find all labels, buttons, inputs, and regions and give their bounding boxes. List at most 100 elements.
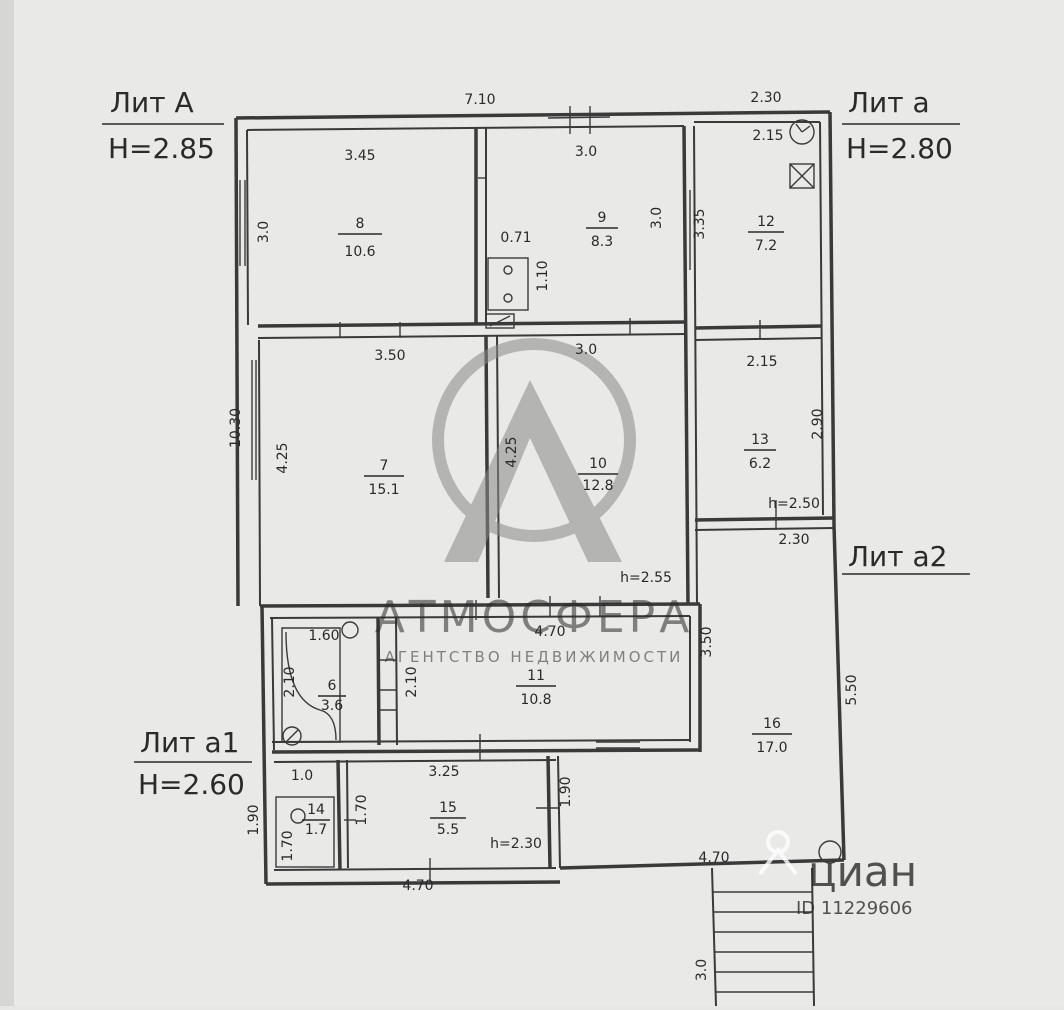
dim-r12-side: 3.35 <box>692 208 708 239</box>
lit-labels: Лит А H=2.85 Лит а H=2.80 Лит а1 H=2.60 … <box>102 86 970 801</box>
svg-text:3.6: 3.6 <box>321 698 343 714</box>
dim-r8-top: 3.45 <box>344 148 375 164</box>
svg-text:11: 11 <box>527 668 545 684</box>
bathtub-icon <box>281 627 341 743</box>
dim-r15-h: h=2.30 <box>490 836 542 852</box>
stove-icon <box>487 257 529 311</box>
watermark-ring <box>432 338 636 542</box>
dim-bottom-right: 4.70 <box>698 850 729 866</box>
dim-r12-top: 2.15 <box>752 128 783 144</box>
dim-stair-len: 3.0 <box>694 959 710 981</box>
svg-text:12: 12 <box>757 214 775 230</box>
svg-text:5.5: 5.5 <box>437 822 459 838</box>
toilet-icon <box>282 726 302 746</box>
svg-text:7: 7 <box>380 458 389 474</box>
dim-r15-side: 1.70 <box>354 794 370 825</box>
cian-watermark: циан ID 11229606 <box>758 830 917 919</box>
dim-r7-side: 4.25 <box>275 442 291 473</box>
lit-a-height: H=2.85 <box>108 132 215 165</box>
dim-r13-h: h=2.50 <box>768 496 820 512</box>
svg-text:6.2: 6.2 <box>749 456 771 472</box>
dim-nook-w: 0.71 <box>500 230 531 246</box>
room-13: 136.2 <box>744 432 776 472</box>
room-15: 155.5 <box>430 800 466 838</box>
dimensions: 7.10 2.30 3.45 3.0 3.0 3.0 0.71 1.10 3.3… <box>228 90 860 981</box>
svg-text:7.2: 7.2 <box>755 238 777 254</box>
lit-a1-name: Лит а1 <box>140 726 239 759</box>
dim-r16-top: 2.30 <box>778 532 809 548</box>
lit-a1-height: H=2.60 <box>138 768 245 801</box>
svg-text:15: 15 <box>439 800 457 816</box>
dim-r6-side2: 2.10 <box>404 666 420 697</box>
svg-text:9: 9 <box>598 210 607 226</box>
drain-icon <box>818 840 842 864</box>
sink-icon <box>341 621 359 639</box>
dim-left-total: 10.30 <box>228 408 244 448</box>
vent-icon <box>789 163 815 189</box>
svg-text:17.0: 17.0 <box>756 740 787 756</box>
dim-bottom-left: 4.70 <box>402 878 433 894</box>
room-16: 16 17.0 <box>752 716 792 756</box>
dim-r10-side: 4.25 <box>504 436 520 467</box>
lit-a2-name: Лит а2 <box>848 540 947 573</box>
svg-text:10.6: 10.6 <box>344 244 375 260</box>
room-11: 11 10.8 <box>516 668 556 708</box>
svg-text:10.8: 10.8 <box>520 692 551 708</box>
watermark-tagline: АГЕНТСТВО НЕДВИЖИМОСТИ <box>385 648 684 666</box>
svg-text:16: 16 <box>763 716 781 732</box>
cian-id: ID 11229606 <box>796 898 913 919</box>
svg-text:10: 10 <box>589 456 607 472</box>
lit-a-lower-height: H=2.80 <box>846 132 953 165</box>
svg-text:12.8: 12.8 <box>582 478 613 494</box>
dim-top-b: 2.30 <box>750 90 781 106</box>
dim-r10-top: 3.0 <box>575 342 597 358</box>
watermark: АТМОСФЕРА АГЕНТСТВО НЕДВИЖИМОСТИ <box>375 338 694 666</box>
dim-r9-top: 3.0 <box>575 144 597 160</box>
room-10: 10 12.8 <box>578 456 618 494</box>
stairs <box>711 867 815 1007</box>
dim-nook-h: 1.10 <box>535 260 551 291</box>
dim-r14-top: 1.0 <box>291 768 313 784</box>
svg-text:8.3: 8.3 <box>591 234 613 250</box>
watermark-brand: АТМОСФЕРА <box>375 592 694 643</box>
svg-text:15.1: 15.1 <box>368 482 399 498</box>
fixtures <box>281 119 842 1007</box>
room-14: 141.7 <box>302 802 330 838</box>
cian-logo: циан <box>808 847 917 896</box>
dim-r8-side: 3.0 <box>256 221 272 243</box>
dim-r11-side: 3.50 <box>699 626 715 657</box>
boiler-icon <box>789 119 815 145</box>
dim-r9-side: 3.0 <box>649 207 665 229</box>
dim-r15-top: 3.25 <box>428 764 459 780</box>
dim-a1-side: 1.90 <box>246 804 262 835</box>
room-12: 127.2 <box>748 214 784 254</box>
svg-text:1.7: 1.7 <box>305 822 327 838</box>
dim-r7-top: 3.50 <box>374 348 405 364</box>
dim-top-a: 7.10 <box>464 92 495 108</box>
walls <box>234 110 846 886</box>
lit-a-name: Лит А <box>110 86 194 119</box>
dim-r6-side: 2.10 <box>282 666 298 697</box>
dim-r16-side: 5.50 <box>844 674 860 705</box>
dim-r14-side: 1.70 <box>280 830 296 861</box>
room-7: 715.1 <box>364 458 404 498</box>
svg-text:8: 8 <box>356 216 365 232</box>
watermark-logo-icon <box>444 380 622 562</box>
room-9: 98.3 <box>586 210 618 250</box>
dim-r13-side: 2.90 <box>810 408 826 439</box>
dim-r6-top: 1.60 <box>308 628 339 644</box>
svg-text:6: 6 <box>328 678 337 694</box>
room-8: 810.6 <box>338 216 382 260</box>
room-6: 63.6 <box>318 678 346 714</box>
openings <box>239 106 777 884</box>
paper-edge <box>0 0 14 1006</box>
dim-r11-top: 4.70 <box>534 624 565 640</box>
lit-a-lower-name: Лит а <box>848 86 930 119</box>
dim-r10-h: h=2.55 <box>620 570 672 586</box>
svg-text:14: 14 <box>307 802 325 818</box>
svg-text:13: 13 <box>751 432 769 448</box>
